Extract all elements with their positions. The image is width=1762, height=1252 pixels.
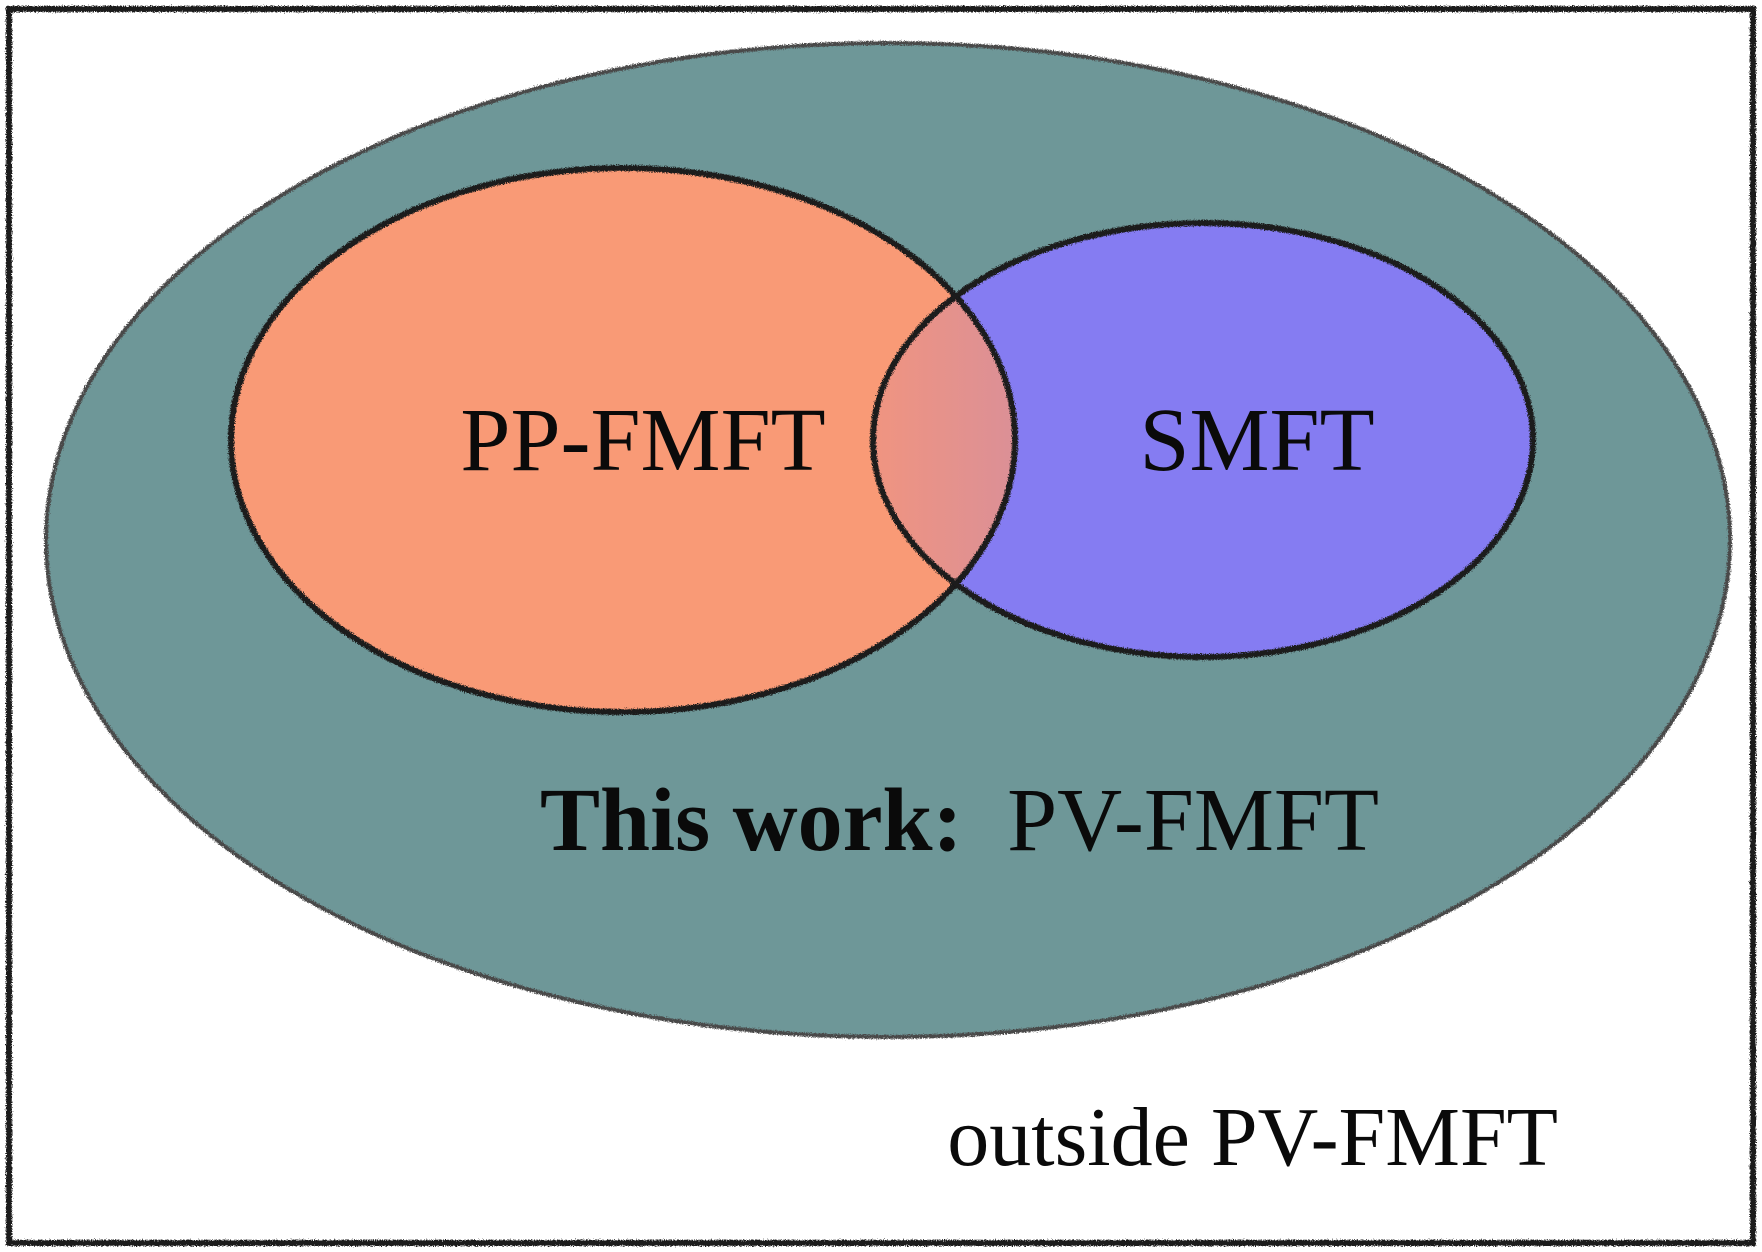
- pv-fmft-label: This work: PV-FMFT: [540, 771, 1379, 870]
- set-pp-fmft: [231, 168, 1015, 712]
- outside-label: outside PV-FMFT: [947, 1091, 1558, 1184]
- pv-fmft-name: PV-FMFT: [1007, 771, 1379, 870]
- smft-label: SMFT: [1139, 391, 1374, 490]
- set-smft: [873, 223, 1533, 657]
- this-work-prefix: This work:: [540, 771, 963, 870]
- smft-outline: [870, 220, 1536, 660]
- pp-fmft-outline: [228, 165, 1018, 715]
- set-outlines: [228, 165, 1536, 715]
- pp-fmft-label: PP-FMFT: [460, 391, 825, 490]
